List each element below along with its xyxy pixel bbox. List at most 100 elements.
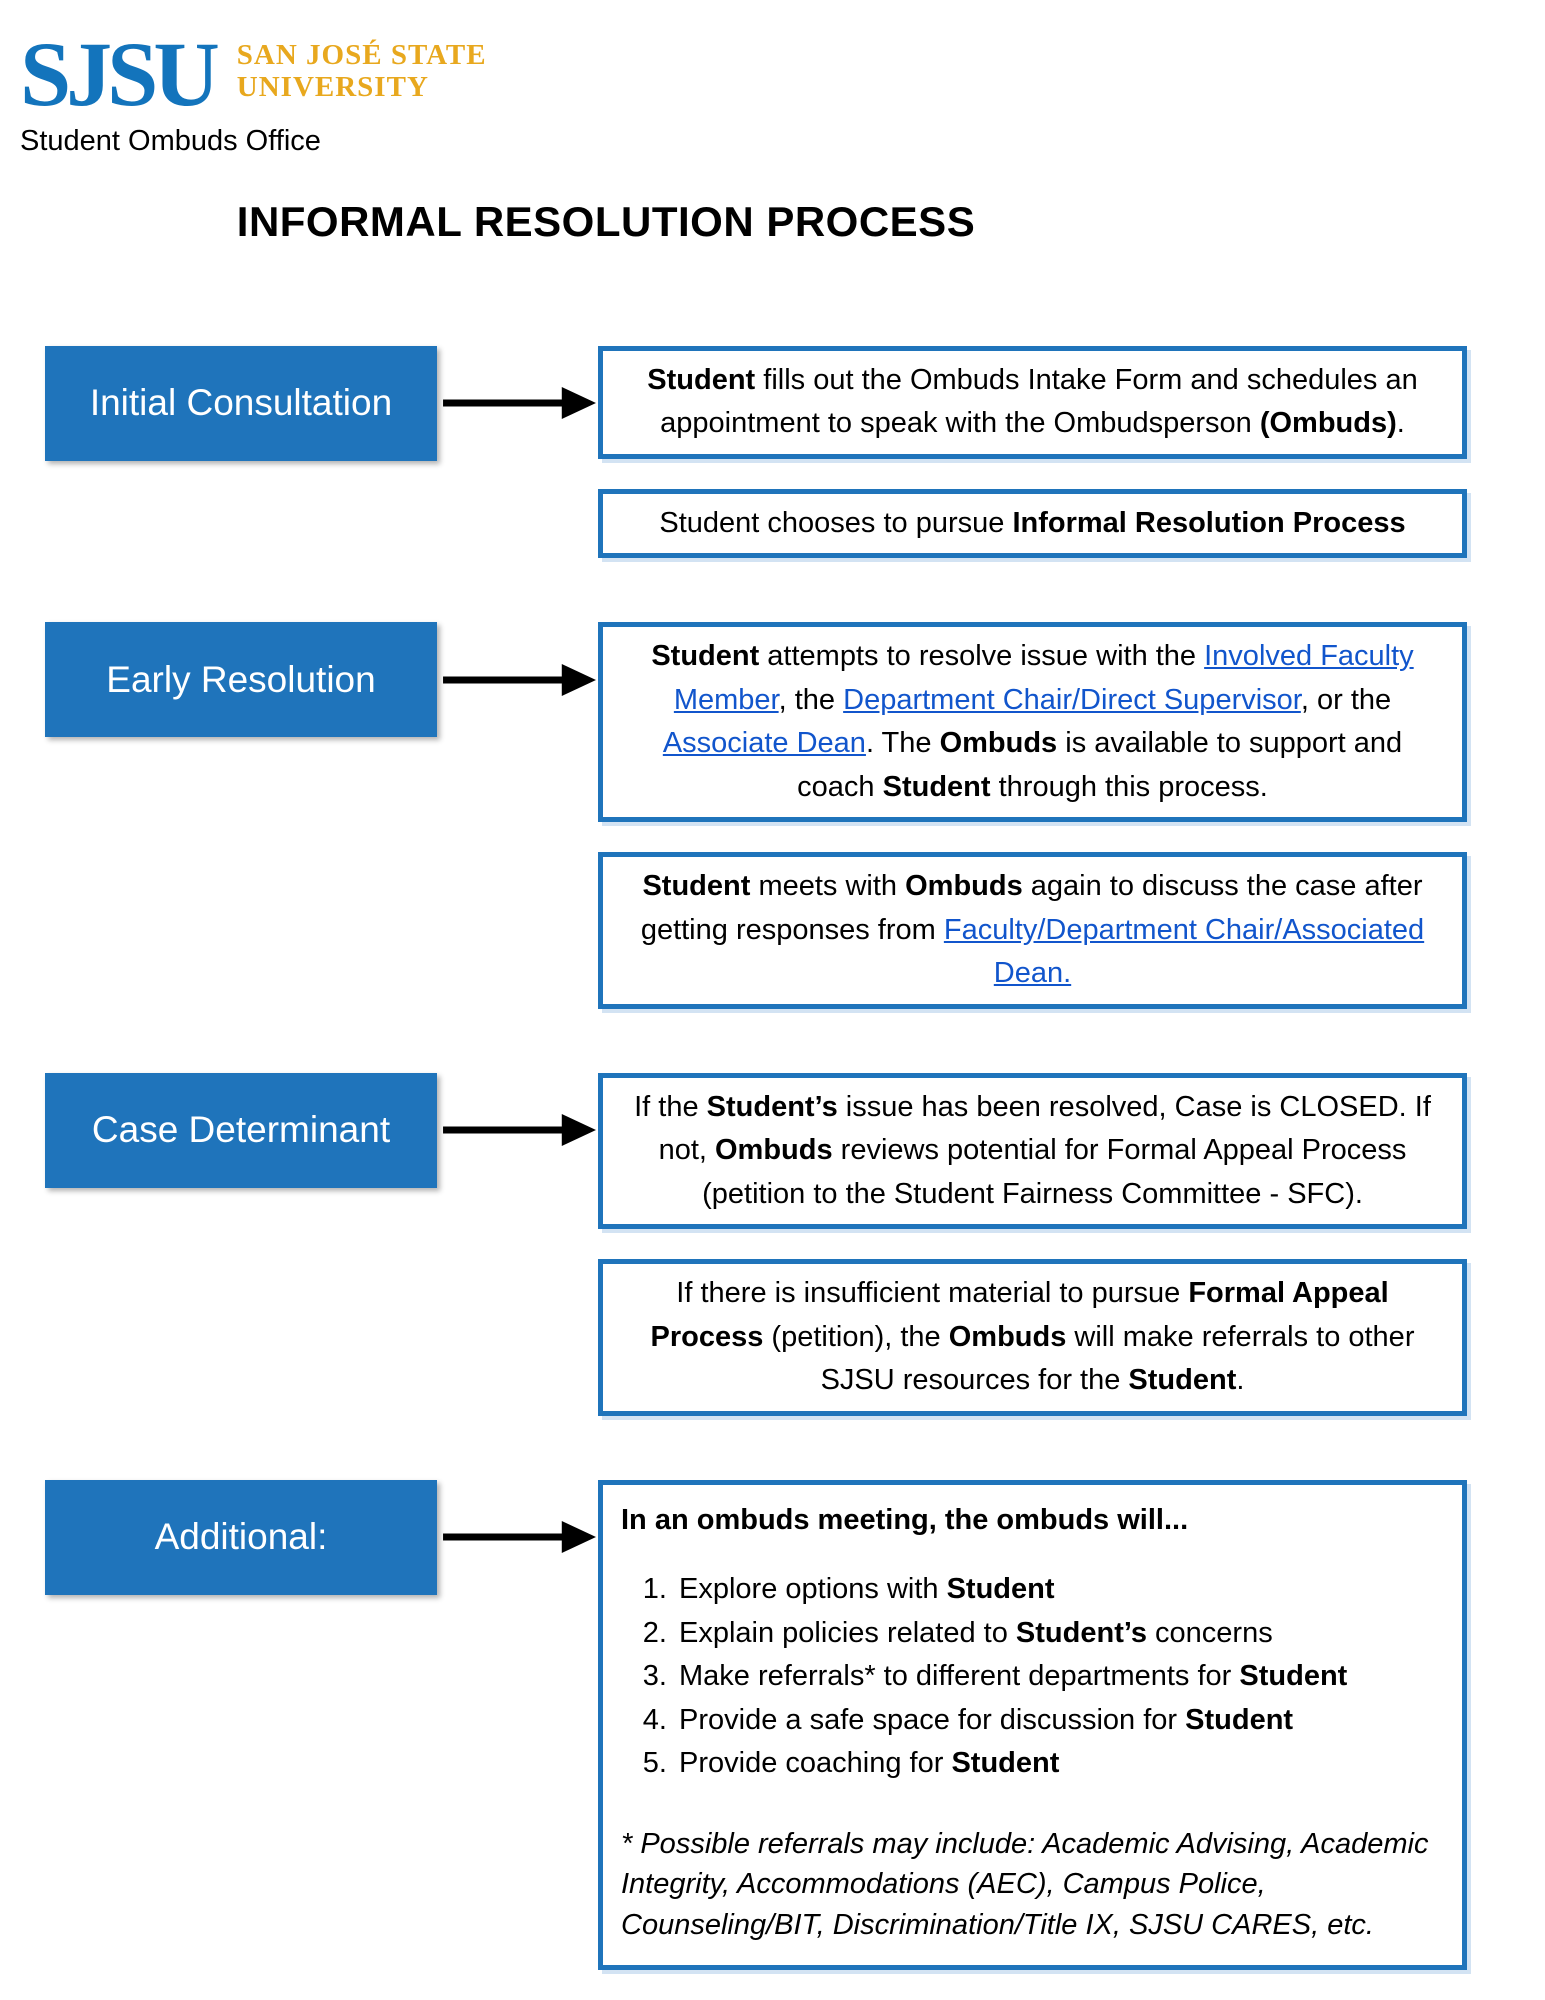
text-segment: Student — [1185, 1703, 1294, 1736]
text-segment: * Possible referrals may include: Academ… — [621, 1827, 1429, 1941]
header: SJSU SAN JOSÉ STATE UNIVERSITY Student O… — [0, 23, 1545, 158]
text-segment: Student — [651, 640, 760, 673]
text-segment: again to discuss the case after getting … — [640, 870, 1423, 946]
text-segment: . — [1396, 407, 1405, 440]
text-segment: Ombuds — [939, 727, 1058, 760]
stage-content: Student attempts to resolve issue with t… — [598, 622, 1467, 1009]
step-text: If the Student’s issue has been resolved… — [621, 1086, 1444, 1217]
box-heading: In an ombuds meeting, the ombuds will... — [621, 1499, 1440, 1543]
stage-label-additional: Additional: — [45, 1479, 437, 1595]
stage-content: In an ombuds meeting, the ombuds will...… — [598, 1479, 1467, 1971]
text-segment: In an ombuds meeting, the ombuds will... — [621, 1503, 1189, 1536]
inline-link[interactable]: Department Chair/Direct Supervisor — [843, 683, 1301, 716]
page-title: INFORMAL RESOLUTION PROCESS — [236, 197, 976, 245]
text-segment: If there is insufficient material to pur… — [676, 1277, 1189, 1310]
sjsu-logo: SJSU SAN JOSÉ STATE UNIVERSITY — [20, 23, 1545, 125]
inline-link[interactable]: Faculty/Department Chair/Associated Dean… — [943, 913, 1425, 990]
text-segment: through this process. — [990, 770, 1268, 803]
text-segment: Ombuds — [715, 1134, 833, 1167]
university-name-line2: UNIVERSITY — [236, 70, 429, 103]
text-segment: Student chooses to pursue — [659, 506, 1013, 539]
list-item: Provide a safe space for discussion for … — [675, 1699, 1440, 1743]
text-segment: Student — [647, 363, 756, 396]
process-step-box: Student attempts to resolve issue with t… — [598, 622, 1467, 823]
text-segment: (petition), the — [763, 1320, 949, 1353]
text-segment: Ombuds — [948, 1320, 1067, 1353]
text-segment: Student — [882, 770, 991, 803]
list-item: Explain policies related to Student’s co… — [675, 1612, 1440, 1656]
arrow-right-icon — [443, 1114, 596, 1147]
arrow-right-icon — [443, 387, 596, 420]
flow-row-case-determinant: Case Determinant If the Student’s issue … — [45, 1072, 1467, 1416]
stage-label-cell: Early Resolution — [45, 622, 598, 738]
university-name: SAN JOSÉ STATE UNIVERSITY — [237, 32, 487, 104]
inline-link[interactable]: Involved Faculty Member — [673, 640, 1414, 716]
list-item: Explore options with Student — [675, 1568, 1440, 1612]
stage-label-cell: Case Determinant — [45, 1072, 598, 1188]
process-step-box: If there is insufficient material to pur… — [598, 1259, 1467, 1416]
referrals-footnote: * Possible referrals may include: Academ… — [621, 1824, 1440, 1946]
process-step-box: If the Student’s issue has been resolved… — [598, 1072, 1467, 1230]
text-segment: Student — [951, 1747, 1060, 1780]
text-segment: Informal Resolution Process — [1012, 506, 1406, 539]
ombuds-actions-list: Explore options with StudentExplain poli… — [643, 1568, 1440, 1786]
stage-content: Student fills out the Ombuds Intake Form… — [598, 345, 1467, 559]
text-segment: Student’s — [706, 1090, 838, 1123]
process-step-box: Student chooses to pursue Informal Resol… — [598, 488, 1467, 559]
flow-row-early-resolution: Early Resolution Student attempts to res… — [45, 622, 1467, 1009]
stage-label-text: Initial Consultation — [89, 382, 393, 424]
text-segment: Student’s — [1015, 1616, 1147, 1649]
text-segment: Provide coaching for — [679, 1747, 952, 1780]
text-segment: issue has been resolved, Case is CLOSED.… — [658, 1090, 1431, 1167]
text-segment: If the — [634, 1090, 707, 1123]
text-segment: Student — [642, 870, 751, 903]
text-segment: Student — [1239, 1660, 1348, 1693]
text-segment: Ombuds — [905, 870, 1023, 903]
list-item: Provide coaching for Student — [675, 1742, 1440, 1786]
text-segment: Explain policies related to — [679, 1616, 1016, 1649]
text-segment: concerns — [1146, 1616, 1273, 1649]
text-segment: Formal Appeal Process — [650, 1277, 1389, 1353]
stage-label-initial-consultation: Initial Consultation — [45, 345, 437, 461]
flow-row-additional: Additional: In an ombuds meeting, the om… — [45, 1479, 1467, 1971]
office-name: Student Ombuds Office — [20, 124, 321, 157]
stage-label-early-resolution: Early Resolution — [45, 622, 437, 738]
list-item: Make referrals* to different departments… — [675, 1655, 1440, 1699]
sjsu-logo-acronym: SJSU — [20, 23, 220, 125]
inline-link[interactable]: Associate Dean — [662, 727, 866, 760]
university-name-line1: SAN JOSÉ STATE — [236, 39, 487, 71]
text-segment: , the — [778, 683, 844, 716]
step-text: Student attempts to resolve issue with t… — [621, 635, 1444, 809]
text-segment: . — [1236, 1364, 1245, 1397]
stage-label-text: Additional: — [154, 1516, 328, 1558]
text-segment: Explore options with — [679, 1573, 947, 1606]
stage-label-text: Early Resolution — [106, 658, 376, 700]
arrow-right-icon — [443, 1521, 596, 1554]
step-text: Student fills out the Ombuds Intake Form… — [621, 359, 1444, 446]
text-segment: meets with — [750, 870, 906, 903]
text-segment: , or the — [1300, 683, 1392, 716]
process-step-box: Student meets with Ombuds again to discu… — [598, 852, 1467, 1009]
stage-label-text: Case Determinant — [91, 1109, 391, 1151]
process-step-box: Student fills out the Ombuds Intake Form… — [598, 345, 1467, 459]
stage-label-cell: Initial Consultation — [45, 345, 598, 461]
flow-diagram: Initial Consultation Student fills out t… — [0, 345, 1545, 1971]
text-segment: Provide a safe space for discussion for — [679, 1703, 1186, 1736]
text-segment: . The — [865, 727, 940, 760]
step-text: Student meets with Ombuds again to discu… — [621, 865, 1444, 996]
text-segment: will make referrals to other SJSU resour… — [820, 1320, 1415, 1397]
text-segment: Make referrals* to different departments… — [679, 1660, 1240, 1693]
text-segment: (Ombuds) — [1259, 407, 1397, 440]
step-text: Student chooses to pursue Informal Resol… — [621, 502, 1444, 546]
text-segment: is available to support and coach — [797, 727, 1403, 803]
text-segment: reviews potential for Formal Appeal Proc… — [702, 1134, 1407, 1210]
text-segment: Student — [946, 1573, 1055, 1606]
stage-label-cell: Additional: — [45, 1479, 598, 1595]
stage-label-case-determinant: Case Determinant — [45, 1072, 437, 1188]
step-text: If there is insufficient material to pur… — [621, 1272, 1444, 1403]
ombuds-meeting-box: In an ombuds meeting, the ombuds will...… — [598, 1479, 1467, 1971]
text-segment: attempts to resolve issue with the — [759, 640, 1205, 673]
flow-row-initial-consultation: Initial Consultation Student fills out t… — [45, 345, 1467, 559]
arrow-right-icon — [443, 663, 596, 696]
